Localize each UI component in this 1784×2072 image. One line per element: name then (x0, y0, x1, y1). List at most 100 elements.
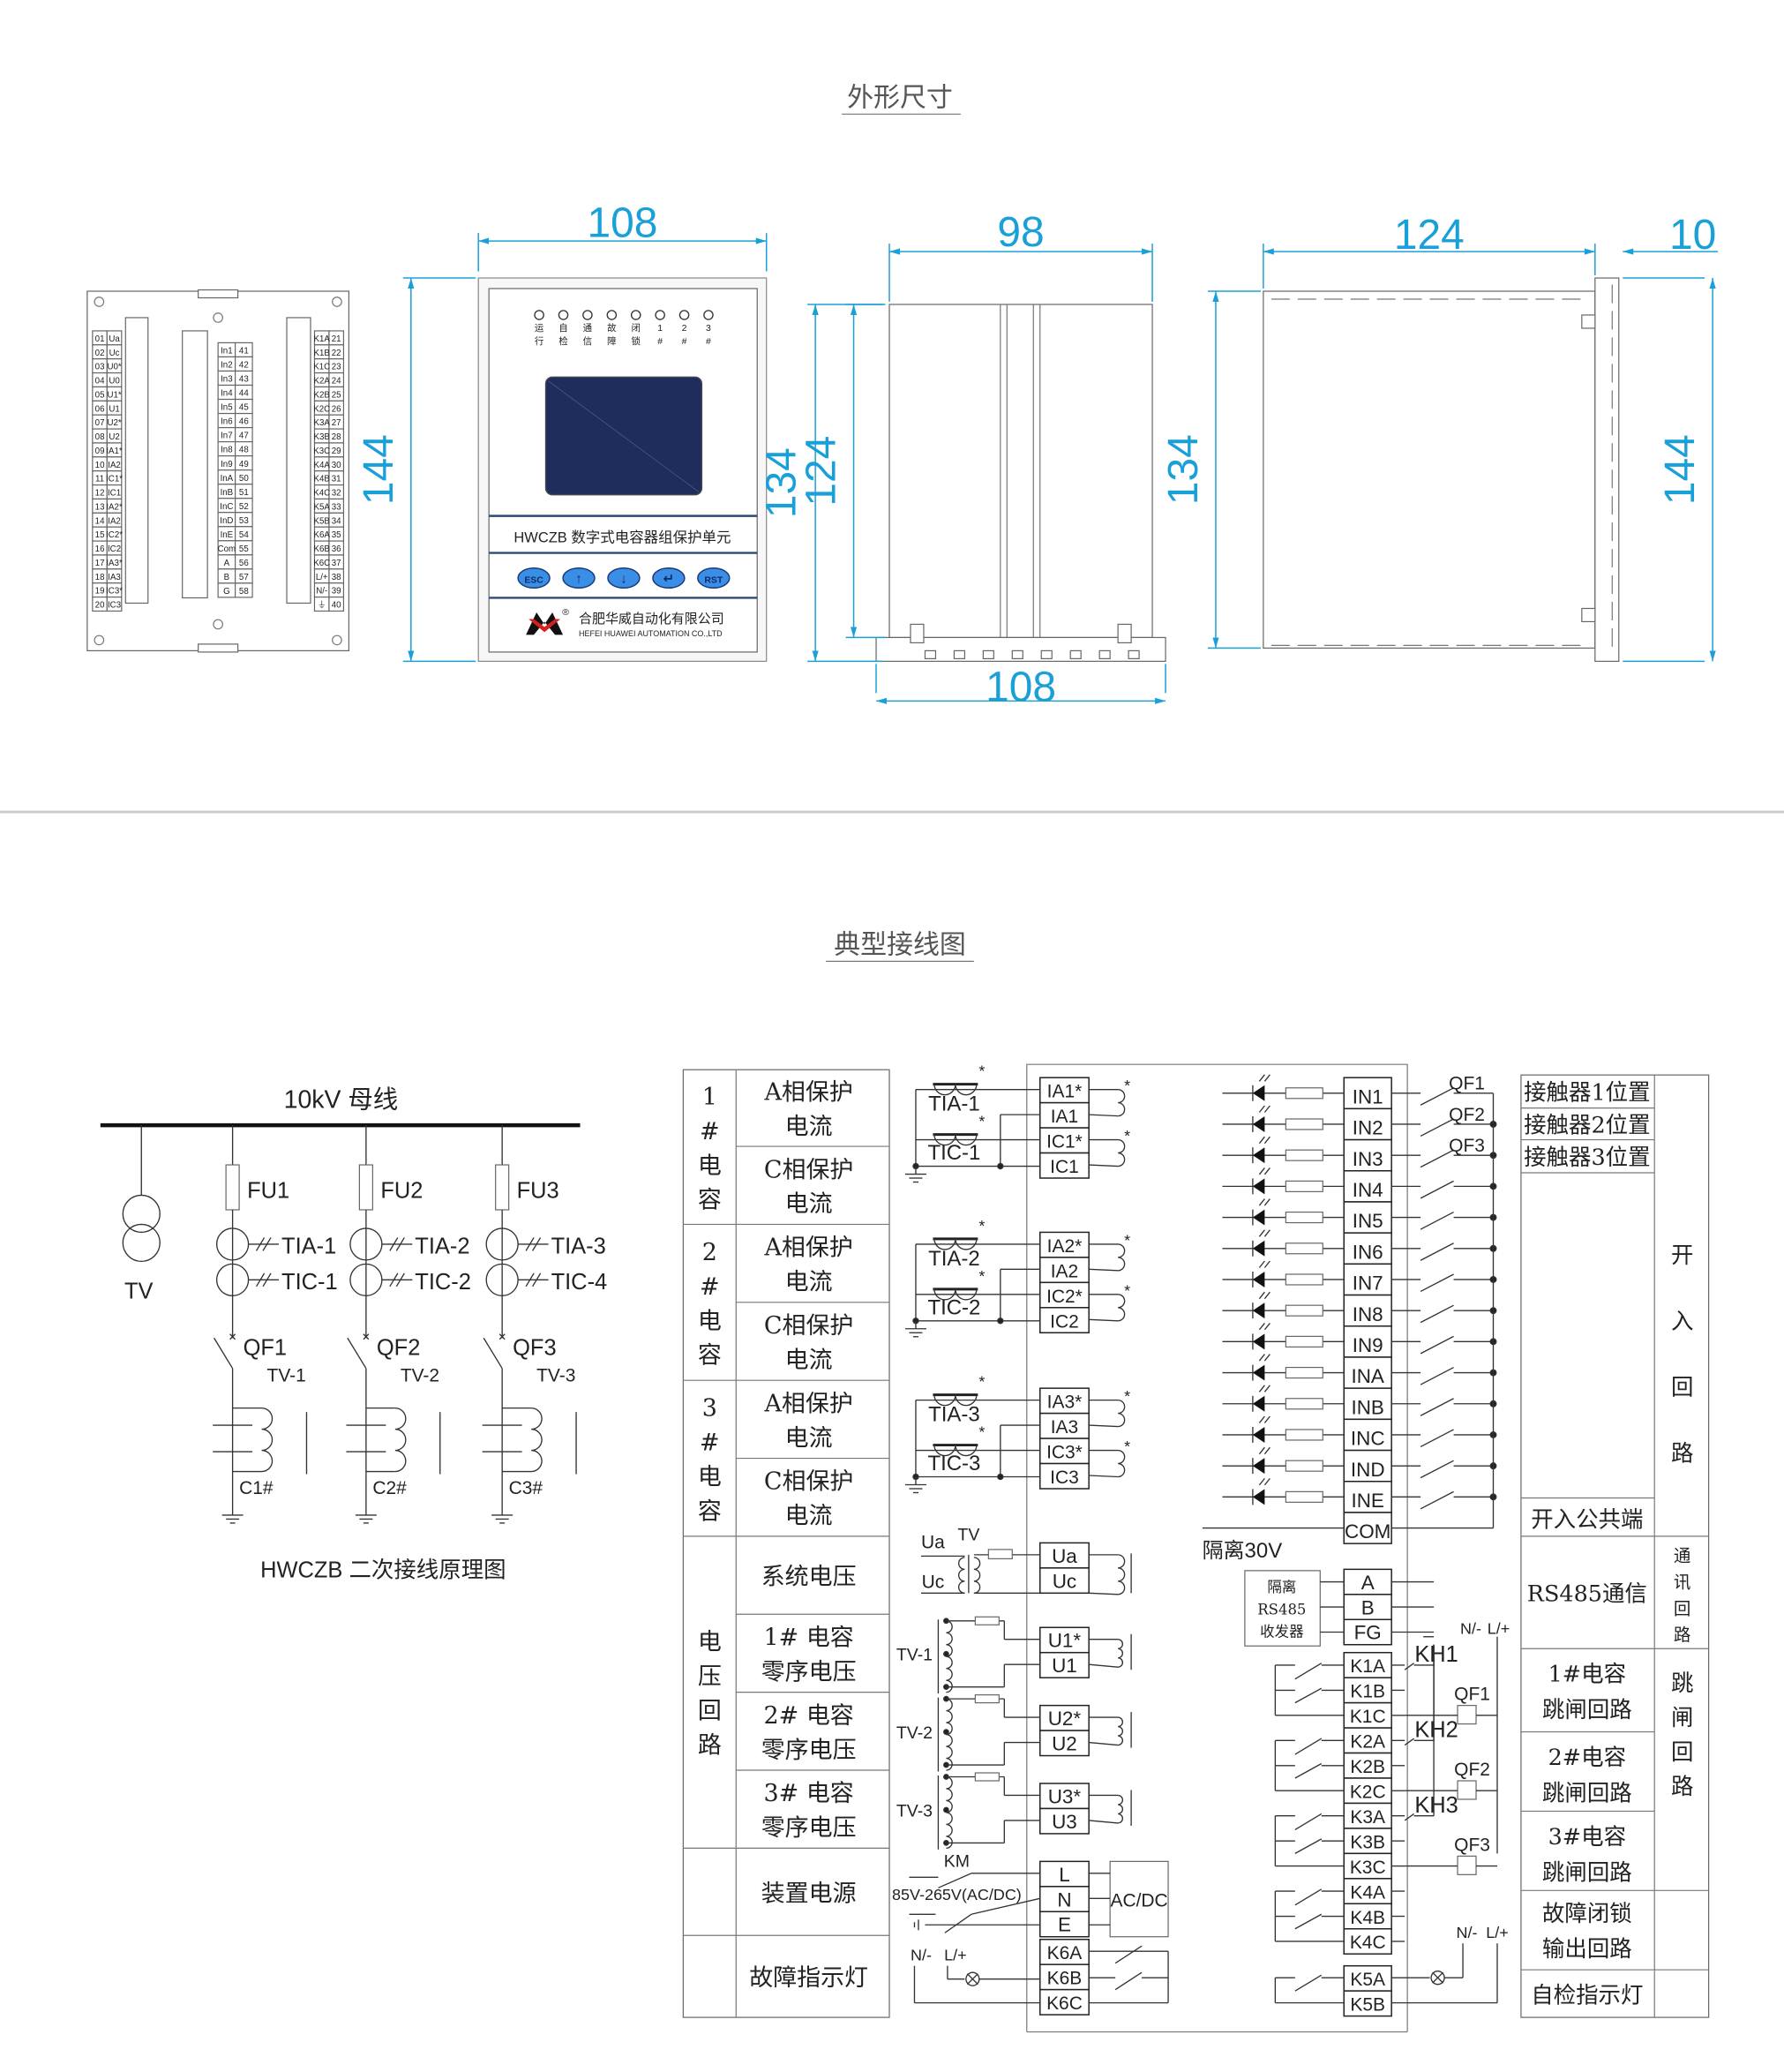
item-label: 电流 (785, 1503, 833, 1530)
led-label: # (657, 337, 663, 347)
terminal-label: K4A (314, 461, 331, 470)
resistor-icon (1285, 1398, 1323, 1410)
tv-label: TV-3 (896, 1801, 933, 1821)
group-label: 压 (698, 1663, 722, 1691)
item-label: 零序电压 (761, 1737, 857, 1764)
group-label: 路 (1671, 1441, 1693, 1468)
wire (1089, 1318, 1119, 1322)
terminal-label: K4B (314, 475, 330, 484)
item-label: 电流 (785, 1190, 833, 1218)
terminal-cell (328, 596, 345, 612)
ct-label: TIC-3 (927, 1452, 980, 1475)
led-label: 3 (706, 324, 711, 334)
item-label: 3# 电容 (764, 1780, 854, 1807)
ct-slash (389, 1237, 399, 1251)
lock-function-label: 输出回路 (1542, 1936, 1632, 1963)
l-label: L/+ (1488, 1620, 1510, 1638)
terminal-ct (1039, 1231, 1090, 1258)
input-function-label: 接触器3位置 (1524, 1145, 1650, 1171)
side-clip (910, 623, 925, 644)
km-label: KM (944, 1851, 970, 1871)
terminal-ct-label: IA2* (1047, 1236, 1083, 1257)
terminal-label: 08 (95, 432, 105, 442)
terminal-label: 07 (95, 418, 105, 428)
terminal-label: Uc (109, 349, 120, 358)
terminal-label: 12 (95, 489, 105, 499)
ct-slash (255, 1272, 266, 1287)
terminal-selfcheck-label: K5A (1350, 1970, 1385, 1990)
fuse-icon (974, 1616, 1000, 1625)
breaker-mark (363, 1333, 370, 1340)
n-label: N/- (1460, 1620, 1481, 1638)
button-2[interactable] (607, 567, 641, 589)
terminal-input-label: IND (1351, 1459, 1385, 1481)
button-3[interactable] (652, 567, 686, 589)
kh-label: KH2 (1414, 1718, 1458, 1743)
relay-coil-icon (1118, 1138, 1126, 1167)
junction-dot (997, 1318, 1004, 1325)
dim-rear-depth-value: 124 (1394, 212, 1465, 259)
button-4[interactable] (697, 567, 731, 589)
resistor-icon (1285, 1118, 1323, 1130)
light-ray (1263, 1446, 1271, 1455)
fuse-label: FU2 (380, 1178, 423, 1203)
light-ray (1258, 1198, 1265, 1206)
terminal-rs485 (1343, 1618, 1392, 1646)
terminal-label: IC1 (108, 489, 121, 499)
group-label: 路 (1674, 1625, 1690, 1645)
ct-slash (389, 1272, 399, 1287)
tv-winding-icon (122, 1223, 161, 1263)
terminal-label: 32 (332, 489, 341, 499)
tv-coil-icon (957, 1557, 965, 1594)
side-slot (953, 649, 965, 659)
terminal-rs485-label: B (1361, 1596, 1375, 1618)
item-label: 装置电源 (761, 1880, 857, 1907)
terminal-input-label: IN4 (1353, 1179, 1383, 1201)
terminal-label: U2* (107, 418, 121, 428)
light-ray (1258, 1354, 1265, 1362)
tv-coil-icon (261, 1407, 274, 1473)
button-1[interactable] (562, 567, 596, 589)
input-contact-icon (1420, 1242, 1454, 1261)
terminal-label: 09 (95, 447, 105, 456)
item-label: 2# 电容 (764, 1702, 854, 1730)
terminal-input-label: INB (1351, 1396, 1383, 1418)
group-label: 容 (698, 1498, 722, 1525)
terminal-ct-label: IA1 (1051, 1107, 1078, 1127)
terminal-input-label: IN6 (1353, 1241, 1383, 1263)
wire (1089, 1592, 1119, 1595)
terminal-label: U0* (107, 363, 121, 372)
transceiver-label: 收发器 (1260, 1624, 1303, 1640)
ct-coil-icon (933, 1288, 978, 1301)
tv-winding-icon (122, 1194, 161, 1234)
ct-coil-icon (933, 1394, 978, 1407)
terminal-label: IC3 (108, 601, 121, 611)
terminal-label: IC1* (106, 475, 123, 484)
light-ray (1263, 1354, 1271, 1362)
output-contact-icon (1294, 1738, 1323, 1755)
input-function-label: 接触器1位置 (1524, 1080, 1650, 1107)
terminal-ct (1039, 1412, 1090, 1439)
terminal-label: 06 (95, 404, 105, 414)
button-0[interactable] (517, 567, 551, 589)
dim-side-height-inner-value: 124 (798, 436, 845, 507)
group-label: 路 (1671, 1774, 1693, 1800)
optocoupler-led-icon (1252, 1178, 1265, 1195)
connector-slot (286, 317, 311, 604)
tv-label: TV (957, 1525, 979, 1544)
terminal-label: InB (221, 488, 234, 498)
terminal-voltage-label: U1 (1052, 1655, 1077, 1677)
terminal-trip-label: K1A (1350, 1656, 1385, 1677)
device-title: HWCZB 数字式电容器组保护单元 (513, 530, 731, 546)
input-contact-icon (1420, 1460, 1454, 1479)
optocoupler-led-icon (1252, 1426, 1265, 1443)
light-ray (1263, 1167, 1271, 1175)
fuse-icon (495, 1164, 510, 1211)
terminal-label: 57 (239, 573, 249, 582)
terminal-label: K6A (314, 530, 331, 540)
capacitor-label: C1# (239, 1478, 274, 1498)
relay-contact-icon (1114, 1971, 1143, 1991)
terminal-ct-label: IC2 (1050, 1311, 1079, 1332)
side-slot (1128, 649, 1140, 659)
